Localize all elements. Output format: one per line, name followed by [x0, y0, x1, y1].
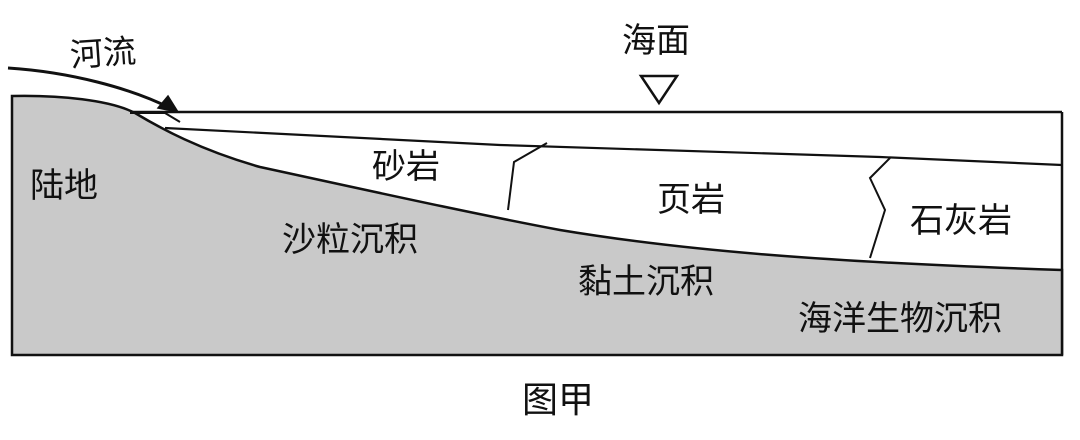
- river-mouth-lines: [130, 112, 181, 123]
- sea-level-marker-icon: [638, 74, 680, 106]
- label-marine-bio-sediment: 海洋生物沉积: [798, 299, 1002, 339]
- sandstone-shale-boundary: [507, 142, 548, 211]
- figure-caption: 图甲: [522, 380, 594, 421]
- label-limestone: 石灰岩: [910, 201, 1012, 241]
- label-clay-sediment: 黏土沉积: [578, 262, 714, 302]
- label-sand-sediment: 沙粒沉积: [282, 220, 418, 260]
- label-river: 河流: [69, 31, 138, 75]
- label-sandstone: 砂岩: [372, 147, 440, 187]
- shale-limestone-boundary: [868, 157, 891, 259]
- river-arrow-head: [156, 94, 180, 114]
- label-sea-surface: 海面: [622, 21, 690, 61]
- rock-layer-top-boundary: [164, 126, 1063, 167]
- river-arrow-line: [7, 66, 171, 110]
- label-shale: 页岩: [657, 180, 725, 220]
- sediment-region: [10, 94, 1064, 357]
- label-land: 陆地: [30, 166, 98, 206]
